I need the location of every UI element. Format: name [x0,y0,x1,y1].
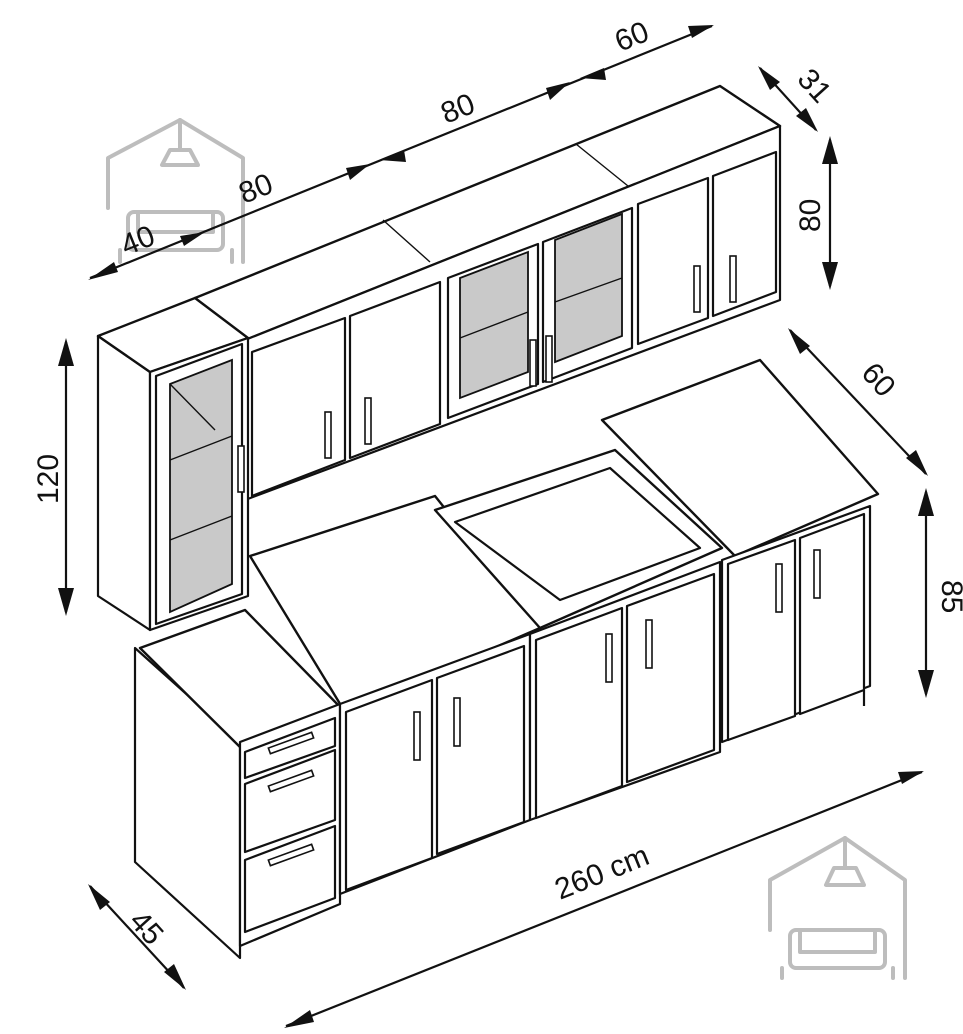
base-handle-5 [775,563,783,613]
upper-handle-1 [324,411,332,459]
dim-tall-height: 120 [32,454,65,504]
base-handle-1 [413,711,421,761]
dimension-lines [58,24,934,1028]
dim-upper-height: 80 [794,199,827,232]
watermark-logo-bottom [768,836,907,980]
base-door-3[interactable] [534,606,624,820]
drawer-3[interactable] [243,824,337,934]
base-door-4[interactable] [625,572,716,784]
base-door-5[interactable] [726,538,797,742]
upper-handle-4 [545,335,553,383]
upper-handle-2 [364,397,372,445]
drawer-handle-3 [267,843,315,867]
dim-base-depth-left: 45 [123,905,170,952]
upper-handle-6 [729,255,737,303]
dim-base-height: 85 [935,580,963,613]
tall-cabinet-handle [237,445,245,493]
upper-door-3[interactable] [636,176,710,346]
base-handle-2 [453,697,461,747]
dim-upper-side-depth: 31 [791,63,838,110]
base-door-2[interactable] [435,644,526,856]
dim-upper-width-2: 80 [436,87,479,130]
upper-door-2[interactable] [348,280,442,460]
upper-cabinet-row [193,84,782,502]
upper-handle-5 [693,265,701,313]
dim-base-depth-right: 60 [855,357,902,404]
drawer-handle-1 [267,731,315,755]
base-handle-6 [813,549,821,599]
watermark-logo-top [106,118,245,264]
base-handle-4 [645,619,653,669]
base-cabinet-row [133,358,880,960]
dim-total-width: 260 cm [550,839,654,906]
base-door-6[interactable] [798,512,866,716]
base-handle-3 [605,633,613,683]
dim-upper-depth: 40 [116,219,159,262]
upper-door-4[interactable] [711,150,778,318]
tall-glass-cabinet [96,296,250,632]
base-door-1[interactable] [344,678,434,892]
right-worktop [600,358,880,558]
upper-handle-3 [529,339,537,387]
upper-door-1[interactable] [250,316,347,498]
drawer-handle-2 [267,769,315,793]
